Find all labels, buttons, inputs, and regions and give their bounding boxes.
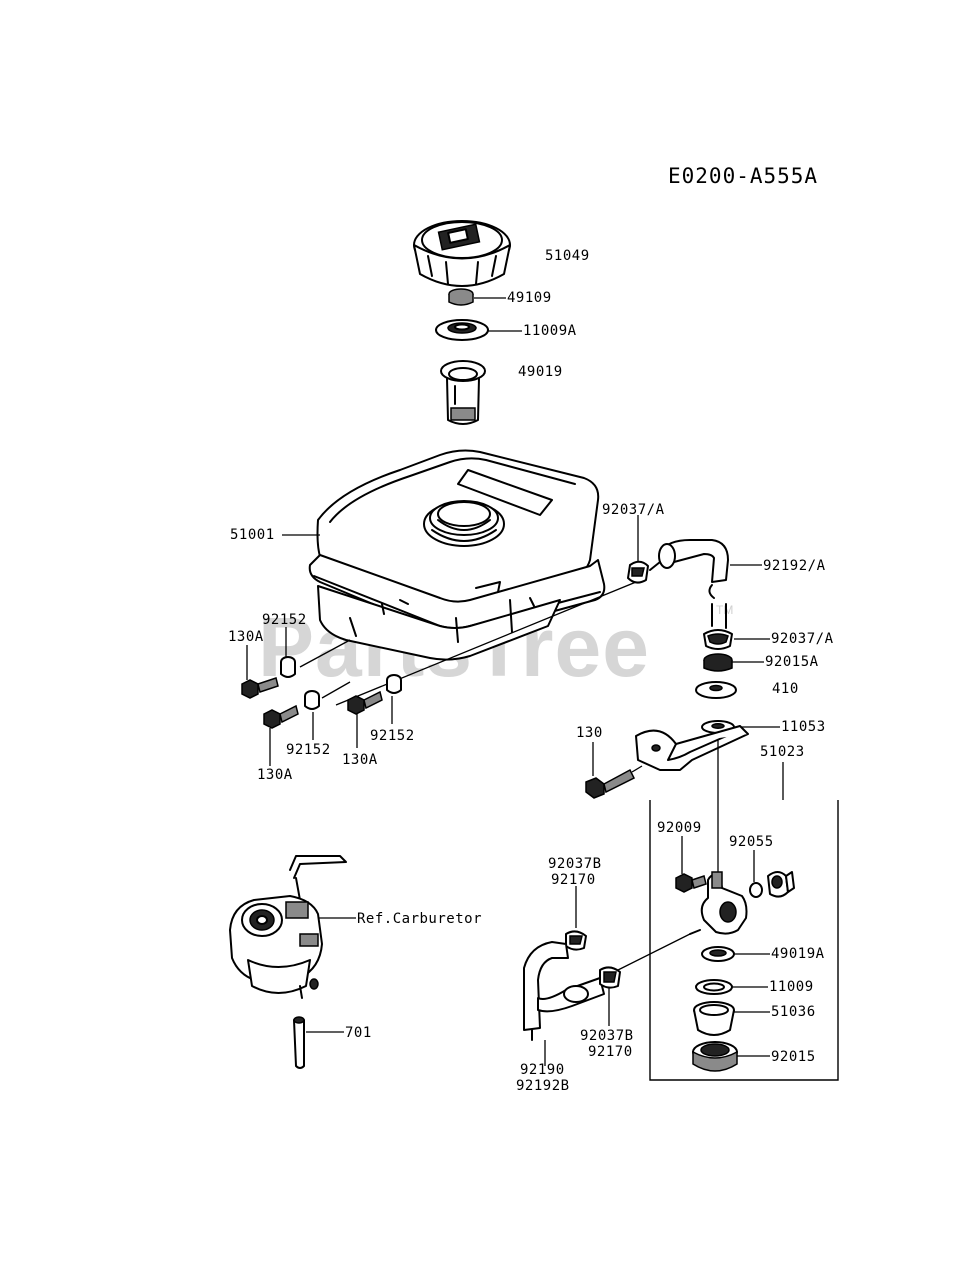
fuel-tank (308, 449, 606, 661)
callout-51001: 51001 (230, 527, 275, 543)
bolt-a (241, 677, 279, 699)
callout-92170-bot: 92170 (588, 1044, 633, 1060)
collar-c (386, 674, 402, 694)
callout-49109: 49109 (507, 290, 552, 306)
cock-gasket (695, 979, 733, 995)
callout-92037b-top: 92037B (548, 856, 602, 872)
bolt-c (347, 690, 383, 715)
callout-11053: 11053 (781, 719, 826, 735)
cap-gasket (435, 319, 489, 341)
callout-92037a-top: 92037/A (602, 502, 665, 518)
callout-ref-carburetor: Ref.Carburetor (357, 911, 482, 927)
callout-49019a: 49019A (771, 946, 825, 962)
callout-410: 410 (772, 681, 799, 697)
callout-92170-top: 92170 (551, 872, 596, 888)
cock-filter (701, 946, 735, 962)
cock-cup (693, 1001, 735, 1036)
carb-pipe (293, 1016, 305, 1069)
carburetor (229, 855, 347, 999)
callout-130a-a: 130A (228, 629, 264, 645)
clamp-hose-bot (599, 966, 621, 989)
bolt-b (263, 704, 299, 729)
callout-92192b: 92192B (516, 1078, 570, 1094)
cock-lever (767, 871, 795, 898)
callout-701: 701 (345, 1025, 372, 1041)
bracket (635, 725, 749, 880)
collar-a (280, 656, 296, 678)
cock-screw (675, 873, 707, 893)
callout-92152-a: 92152 (262, 612, 307, 628)
callout-11009: 11009 (769, 979, 814, 995)
cap-seal (448, 288, 474, 306)
callout-92192a: 92192/A (763, 558, 826, 574)
cock-cup-nut (692, 1041, 738, 1072)
callout-51036: 51036 (771, 1004, 816, 1020)
callout-92037a-mid: 92037/A (771, 631, 834, 647)
clamp-mid (703, 629, 733, 650)
cock-oring (749, 882, 763, 898)
fuel-cock (689, 871, 748, 935)
callout-51049: 51049 (545, 248, 590, 264)
callout-130a-c: 130A (342, 752, 378, 768)
diagram-code: E0200-A555A (668, 164, 818, 188)
clamp-top (627, 560, 649, 584)
callout-92190: 92190 (520, 1062, 565, 1078)
bracket-bolt (585, 768, 636, 799)
fuel-cock-frame (649, 800, 839, 1081)
washer-mid (695, 681, 737, 699)
callout-92015a: 92015A (765, 654, 819, 670)
tank-filter (440, 360, 486, 425)
callout-92152-c: 92152 (370, 728, 415, 744)
callout-11009a: 11009A (523, 323, 577, 339)
callout-130: 130 (576, 725, 603, 741)
callout-92009: 92009 (657, 820, 702, 836)
fuel-hose (523, 941, 605, 1041)
callout-92037b-bot: 92037B (580, 1028, 634, 1044)
callout-51023: 51023 (760, 744, 805, 760)
watermark-tm: TM (716, 603, 733, 617)
callout-92152-b: 92152 (286, 742, 331, 758)
callout-49019: 49019 (518, 364, 563, 380)
nut-mid (703, 653, 733, 672)
fuel-cap (413, 220, 511, 287)
callout-92055: 92055 (729, 834, 774, 850)
callout-130a-b: 130A (257, 767, 293, 783)
collar-b (304, 690, 320, 710)
clamp-hose-top (565, 930, 587, 951)
hose-top (658, 539, 729, 629)
callout-92015: 92015 (771, 1049, 816, 1065)
